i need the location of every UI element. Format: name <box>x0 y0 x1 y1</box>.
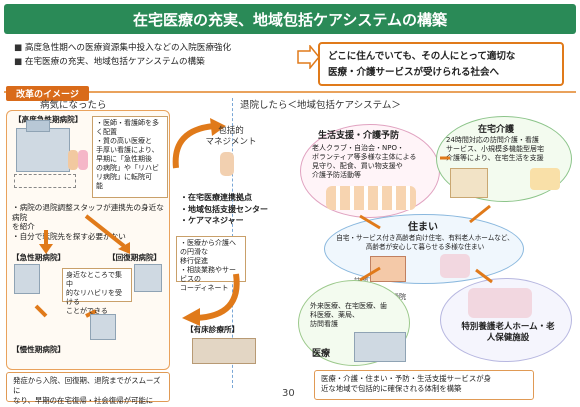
chronic-hospital-illustration <box>90 314 116 340</box>
acute-label: 【急性期病院】 <box>12 253 66 262</box>
circular-arrow-icon <box>182 273 240 326</box>
care-item: ・在宅医療連携拠点 <box>180 193 252 202</box>
acute-hospital-notes: ・医師・看護師を多 く配置 ・質の高い医療と 手厚い看護により、 早期に「急性期… <box>92 116 168 198</box>
section-rule <box>4 91 576 93</box>
right-footer: 医療・介護・住まい・予防・生活支援サービスが身 近な地域で包括的に確保される体制… <box>314 370 534 400</box>
goal-line: 医療・介護サービスが受けられる社会へ <box>328 67 500 78</box>
note-line: ・相談業務やサービスの <box>180 266 236 283</box>
connector-arrows <box>359 156 493 284</box>
home-care-text: 24時間対応の訪問介護・看護 サービス、小規模多機能型居宅 介護等により、在宅生… <box>446 136 568 163</box>
text-line: サービス、小規模多機能型居宅 <box>446 145 544 153</box>
text-line: 介護予防活動等 <box>312 171 361 179</box>
nursing-home-title: 特別養護老人ホーム・老 人保健施設 <box>444 322 572 344</box>
medical-text: 外来医療、在宅医療、歯 科医療、薬局、 訪問看護 <box>310 302 406 329</box>
hospital-building-illustration <box>16 128 70 172</box>
text-line: 高齢者が安心して暮らせる多様な住まい <box>365 243 485 251</box>
care-item: ・ケアマネジャー <box>180 216 244 225</box>
rehab-note: 身近なところで集中 的なリハビリを受ける ことができる <box>62 268 132 315</box>
clinic-label: 【有床診療所】 <box>186 325 240 334</box>
note-line: く配置 <box>96 128 117 136</box>
page-number: 30 <box>282 388 295 399</box>
medical-facilities-illustration <box>354 332 406 362</box>
note-line: 身近なところで集中 <box>66 271 122 288</box>
reform-label: 改革のイメージ <box>6 86 89 101</box>
title-line: 人保健施設 <box>486 333 530 343</box>
home-care-title: 在宅介護 <box>478 125 515 135</box>
housing-bubble <box>324 214 524 284</box>
housing-title: 住まい <box>408 222 438 233</box>
recovery-hospital-illustration <box>134 264 162 292</box>
flow-arrows <box>34 214 130 318</box>
acute-hospital-label: 【高度急性期病院】 <box>14 114 82 125</box>
family-illustration <box>440 254 470 278</box>
care-manager-illustration <box>220 152 234 176</box>
text-line: 訪問看護 <box>310 320 338 328</box>
note-line: 手厚い看護により、 <box>96 146 159 154</box>
policy-bullets: 高度急性期への医療資源集中投入などの入院医療強化 在宅医療の充実、地域包括ケアシ… <box>14 41 306 69</box>
footer-line: なり、早期の在宅復帰・社会復帰が可能に <box>13 396 154 405</box>
doctor-illustration <box>68 150 78 170</box>
bullet-item: 高度急性期への医療資源集中投入などの入院医療強化 <box>14 41 306 55</box>
patient-bed-illustration <box>14 174 76 188</box>
clinic-illustration <box>192 338 256 364</box>
note-line: コーディネート <box>180 284 229 292</box>
home-care-facility-illustration <box>450 168 488 198</box>
right-header: 退院したら＜地域包括ケアシステム＞ <box>240 100 401 111</box>
volunteers-illustration <box>326 186 416 210</box>
note-line: ・医療から介護への円滑な <box>180 239 236 256</box>
left-footer: 発症から入院、回復期、退院までがスムーズに なり、早期の在宅復帰・社会復帰が可能… <box>6 372 170 405</box>
text-line: 老人クラブ・自治会・NPO・ <box>312 144 404 152</box>
title-line: 特別養護老人ホーム・老 <box>461 322 555 332</box>
life-support-text: 老人クラブ・自治会・NPO・ ボランティア等多様な主体による 見守り、配食、買い… <box>312 144 430 180</box>
text-line: 自宅・サービス付き高齢者向け住宅、有料老人ホームなど、 <box>336 234 514 242</box>
nursing-home-illustration <box>468 288 532 318</box>
bullet-item: 在宅医療の充実、地域包括ケアシステムの構築 <box>14 55 306 69</box>
text-line: 介護等により、在宅生活を支援 <box>446 154 544 162</box>
text-line: ボランティア等多様な主体による <box>312 153 417 161</box>
text-line: 見守り、配食、買い物支援や <box>312 162 403 170</box>
care-item: ・地域包括支援センター <box>180 204 268 214</box>
text-line: 科医療、薬局、 <box>310 311 359 319</box>
note-line: を紹介 <box>12 222 35 231</box>
care-management-notes: ・医療から介護への円滑な 移行促進 ・相談業務やサービスの コーディネート <box>176 236 246 292</box>
care-management-title: 包括的 マネジメント <box>198 126 264 148</box>
left-header: 病気になったら <box>40 100 107 111</box>
recovery-label: 【回復期病院】 <box>108 253 162 262</box>
note-line: 能 <box>96 182 103 190</box>
goal-box: どこに住んでいても、その人にとって適切な 医療・介護サービスが受けられる社会へ <box>318 42 564 86</box>
text-line: 外来医療、在宅医療、歯 <box>310 302 387 310</box>
note-line: 的なリハビリを受ける <box>66 289 122 306</box>
text-line: 24時間対応の訪問介護・看護 <box>446 136 539 144</box>
note-line: 移行促進 <box>180 257 208 265</box>
note-line: ・質の高い医療と <box>96 137 152 145</box>
nurse-illustration <box>78 150 88 170</box>
circular-arrow-icon <box>172 118 226 169</box>
hospital-tower-illustration <box>26 120 50 132</box>
note-line: 早期に「急性期後 <box>96 155 152 163</box>
note-line: ・病院の退院調整スタッフが連携先の身近な病院 <box>12 203 164 222</box>
arrow-right-icon <box>297 45 320 69</box>
goal-line: どこに住んでいても、その人にとって適切な <box>328 51 516 62</box>
note-line: の病院」や「リハビ <box>96 164 159 172</box>
medical-title: 医療 <box>312 349 331 359</box>
note-line: リ病院」に転院可 <box>96 173 152 181</box>
title-line: マネジメント <box>205 137 257 147</box>
life-support-bubble <box>300 124 440 218</box>
footer-line: 発症から入院、回復期、退院までがスムーズに <box>13 376 161 395</box>
housing-text: 自宅・サービス付き高齢者向け住宅、有料老人ホームなど、 高齢者が安心して暮らせる… <box>332 234 518 252</box>
slide-title: 在宅医療の充実、地域包括ケアシステムの構築 <box>4 4 576 34</box>
care-management-items: ・在宅医療連携拠点 ・地域包括支援センター ・ケアマネジャー <box>180 192 302 227</box>
acute-hospital-illustration <box>14 264 40 294</box>
discharge-notes: ・病院の退院調整スタッフが連携先の身近な病院 を紹介 ・自分で転院先を探す必要が… <box>12 203 168 241</box>
title-line: 包括的 <box>218 126 244 136</box>
footer-line: 医療・介護・住まい・予防・生活支援サービスが身 <box>321 374 491 383</box>
chronic-label: 【慢性期病院】 <box>12 345 66 354</box>
life-support-title: 生活支援・介護予防 <box>318 131 400 141</box>
note-line: ・自分で転院先を探す必要がない <box>12 231 126 241</box>
care-van-illustration <box>530 168 560 190</box>
footer-line: 近な地域で包括的に確保される体制を構築 <box>321 384 462 393</box>
note-line: ・医師・看護師を多 <box>96 119 159 127</box>
note-line: ことができる <box>66 307 108 315</box>
